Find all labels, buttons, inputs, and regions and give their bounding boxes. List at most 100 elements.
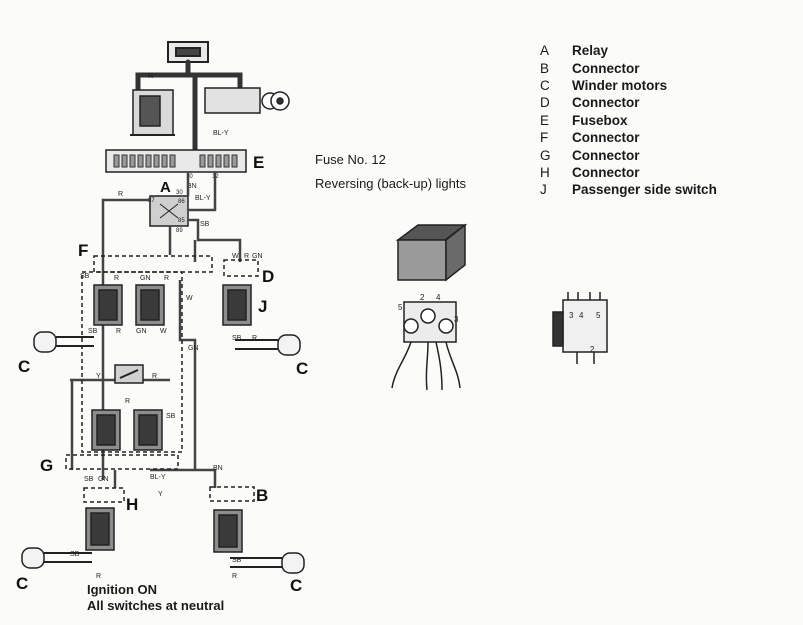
wire-label-bn-g: BN — [213, 465, 223, 472]
legend-label: Connector — [572, 147, 640, 163]
legend-label: Passenger side switch — [572, 182, 717, 198]
legend-label: Connector — [572, 95, 640, 111]
footer-line-2: All switches at neutral — [87, 598, 225, 613]
wire-label-sb-rear: SB — [166, 413, 176, 420]
wire-label-r-relay: R — [118, 191, 123, 198]
legend-key: J — [540, 182, 547, 198]
switch-detail-pin-4: 4 — [579, 311, 584, 320]
legend-key: D — [540, 95, 550, 111]
label-c-upper-left: C — [18, 357, 30, 376]
wire-label-sb-rdr: SB — [232, 557, 242, 564]
label-c-lower-right: C — [290, 576, 302, 595]
relay-detail-pin-4: 4 — [436, 293, 441, 302]
wire-label-gn-f1: GN — [140, 275, 151, 282]
wire-label-w-d: W — [232, 253, 239, 260]
relay-pin-87: 87 — [148, 198, 155, 204]
label-f: F — [78, 241, 88, 260]
wire-label-r-rear: R — [125, 398, 130, 405]
driver-switch-right — [135, 284, 165, 326]
wire-label-gn-f3: GN — [188, 345, 199, 352]
fuse-num-10: 10 — [186, 174, 193, 180]
relay-detail-illustration — [391, 223, 468, 391]
wire-label-sb-rdl: SB — [70, 551, 80, 558]
wire-label-sb-j: SB — [232, 335, 242, 342]
wire-label-r-d: R — [244, 253, 249, 260]
passenger-switch-j — [222, 284, 252, 326]
wire-label-sb-f1: SB — [80, 273, 90, 280]
driver-switch-left — [93, 284, 123, 326]
switch-detail-pin-5: 5 — [596, 311, 601, 320]
wire-label-r-center: R — [152, 373, 157, 380]
wire-label-y-center: Y — [96, 373, 101, 380]
wire-label-w-f1: W — [160, 328, 167, 335]
legend-key: A — [540, 43, 550, 59]
legend-row: B Connector — [540, 59, 717, 76]
relay-detail-pin-5: 5 — [398, 303, 403, 312]
winder-motor-upper-right — [235, 334, 301, 356]
label-c-upper-right: C — [296, 359, 308, 378]
legend-key: C — [540, 77, 550, 93]
wire-label-bly-relay: BL-Y — [195, 195, 211, 202]
legend-row: D Connector — [540, 94, 717, 111]
legend-key: F — [540, 130, 549, 146]
winder-motor-lower-left — [21, 547, 92, 569]
winder-motor-upper-left — [33, 331, 94, 353]
fuse-supply-block — [130, 89, 175, 136]
legend-label: Relay — [572, 43, 609, 59]
wire-label-r-j: R — [252, 335, 257, 342]
winder-motor-lower-right — [230, 552, 305, 574]
connector-b-box — [209, 486, 255, 502]
wire-label-sb-f2: SB — [88, 328, 98, 335]
label-b: B — [256, 486, 268, 505]
label-j: J — [258, 297, 267, 316]
label-c-lower-left: C — [16, 574, 28, 593]
center-switch — [114, 364, 144, 384]
wire-label-sb-g: SB — [84, 476, 94, 483]
legend-row: A Relay — [540, 42, 717, 59]
connector-d-box — [223, 259, 259, 277]
switch-detail-pin-3: 3 — [569, 311, 574, 320]
rear-switch-right — [133, 409, 163, 451]
legend-row: J Passenger side switch — [540, 181, 717, 198]
relay-detail-pin-2: 2 — [420, 293, 425, 302]
legend-row: E Fusebox — [540, 112, 717, 129]
legend-label: Connector — [572, 164, 640, 180]
fuse-info: Fuse No. 12 Reversing (back-up) lights — [315, 148, 466, 196]
footer-line-1: Ignition ON — [87, 582, 158, 597]
wire-label-w-f2: W — [186, 295, 193, 302]
label-d: D — [262, 267, 274, 286]
wire-label-bn-relay: BN — [187, 183, 197, 190]
wire-label-gn-g: GN — [98, 476, 109, 483]
legend-key: E — [540, 112, 550, 128]
wire-label-sb-relay: SB — [200, 221, 210, 228]
label-e: E — [253, 153, 264, 172]
relay-pin-89: 89 — [176, 228, 183, 234]
rear-door-switch-left — [85, 507, 115, 551]
legend-row: F Connector — [540, 129, 717, 146]
legend-label: Connector — [572, 60, 640, 76]
wire-label-r-rdl: R — [96, 573, 101, 580]
wire-label-y-g: Y — [158, 491, 163, 498]
switch-detail-illustration — [552, 292, 608, 364]
relay-pin-86: 86 — [178, 199, 185, 205]
wire-label-r-f3: R — [116, 328, 121, 335]
relay-detail-pin-3: 3 — [454, 315, 459, 324]
connector-g-box — [65, 454, 179, 470]
relay-pin-85: 85 — [178, 218, 185, 224]
wire-label-bly-top: BL-Y — [213, 130, 229, 137]
label-h: H — [126, 495, 138, 514]
wire-label-r-f1: R — [114, 275, 119, 282]
wire-label-gn-d: GN — [252, 253, 263, 260]
legend-label: Connector — [572, 130, 640, 146]
legend-label: Fusebox — [572, 112, 628, 128]
wire-label-r-top: R — [148, 73, 153, 80]
rear-switch-left — [91, 409, 121, 451]
legend-key: B — [540, 60, 550, 76]
connector-h-box — [83, 487, 125, 503]
connector-f-box — [81, 255, 213, 453]
